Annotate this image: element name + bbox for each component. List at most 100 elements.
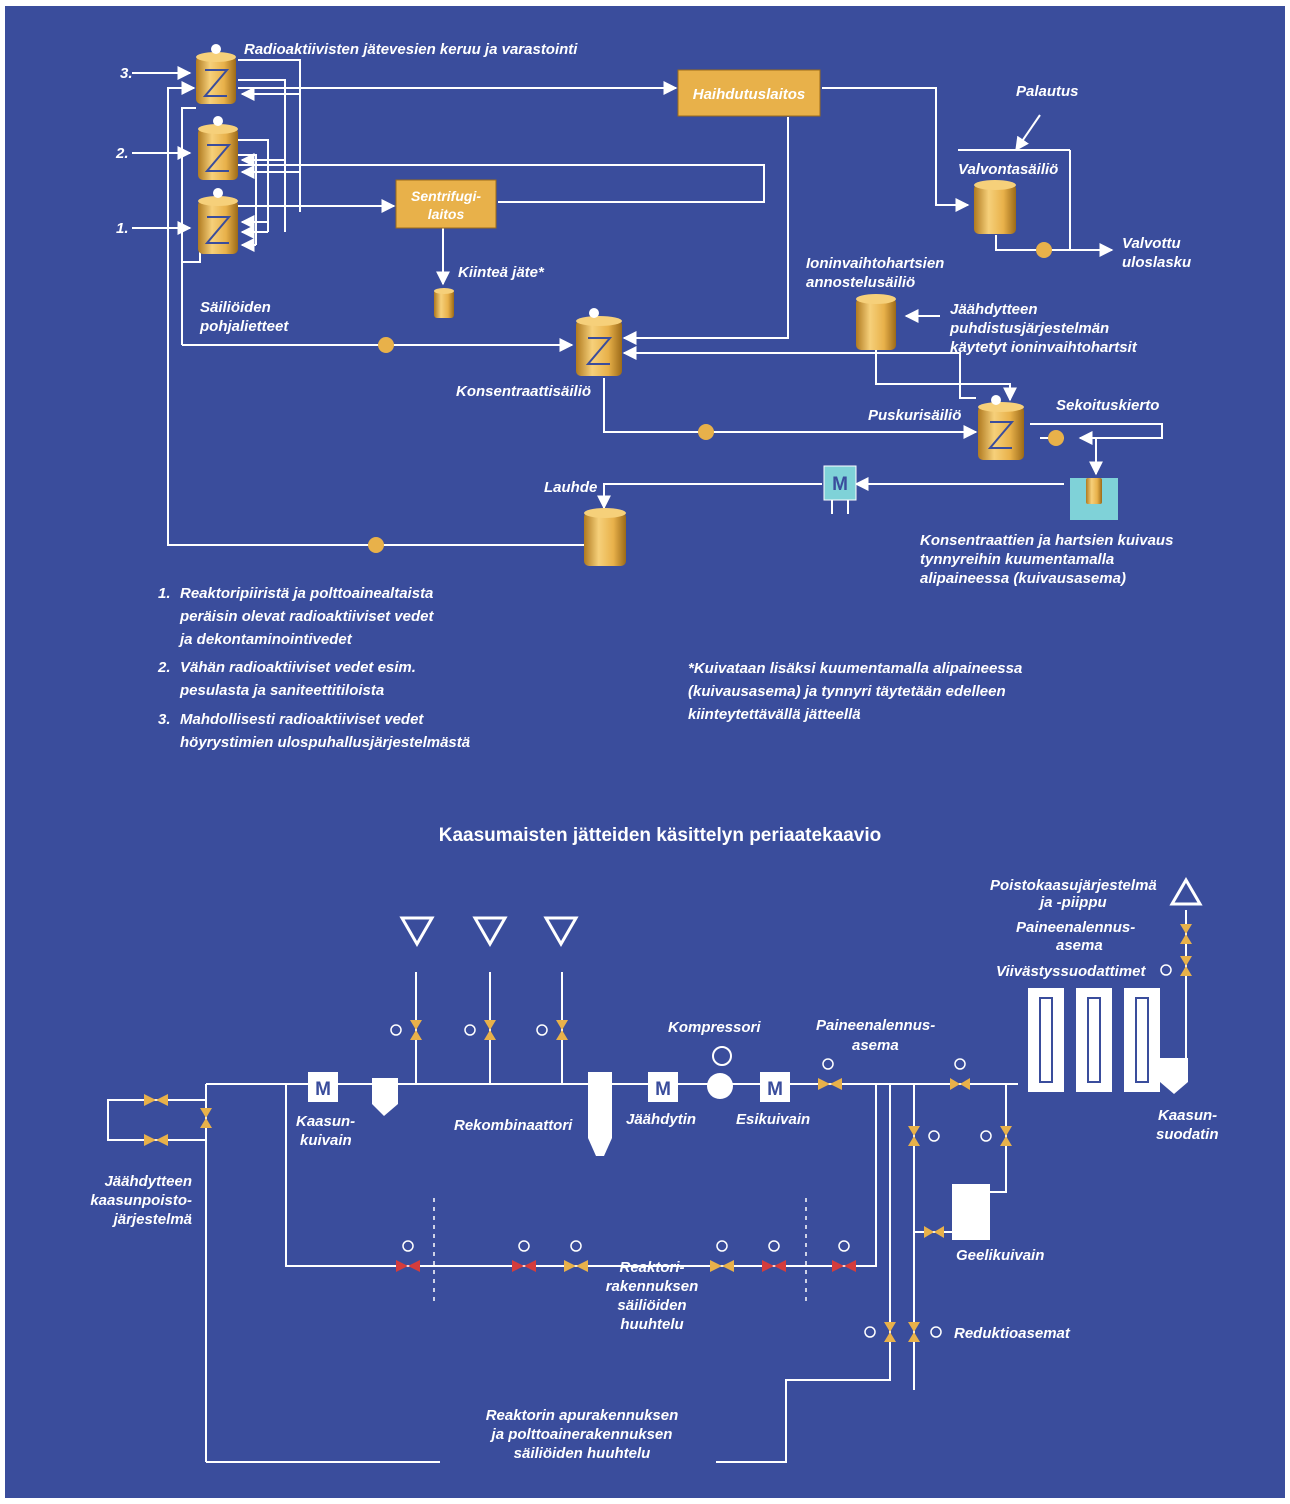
centrifuge-label-2: laitos: [428, 206, 465, 222]
drying-label-2: tynnyreihin kuumentamalla: [920, 551, 1114, 568]
exhaust-label-2: ja -piippu: [1038, 894, 1107, 911]
gauge-icon: [390, 1024, 402, 1036]
gauge-icon: [768, 1240, 780, 1252]
condenser-motor: M: [823, 465, 857, 514]
aux-flush-label-3: säiliöiden huuhtelu: [514, 1445, 651, 1462]
drying-station: [1070, 478, 1118, 520]
storage-label: Radioaktiivisten jätevesien keruu ja var…: [244, 41, 578, 58]
gauge-icon: [536, 1024, 548, 1036]
recombiner-icon: [588, 1072, 612, 1156]
note-2-line-2: pesulasta ja saniteettitiloista: [179, 682, 384, 699]
pressure-relief-top-label-1: Paineenalennus-: [1016, 919, 1135, 936]
buffer-tank: [978, 395, 1024, 460]
note-3-line-1: Mahdollisesti radioaktiiviset vedet: [180, 711, 424, 728]
centrifuge-box: Sentrifugi- laitos: [395, 179, 497, 229]
solid-waste-drum: [434, 288, 454, 318]
reactor-flush-label-4: huuhtelu: [620, 1316, 683, 1333]
solid-waste-label: Kiinteä jäte*: [458, 264, 545, 281]
gauge-icon: [1160, 964, 1172, 976]
gauge-icon: [864, 1326, 876, 1338]
evaporator-label: Haihdutuslaitos: [693, 86, 806, 103]
coolant-degas-label-2: kaasunpoisto-: [90, 1192, 192, 1209]
footnote-line-2: (kuivausasema) ja tynnyri täytetään edel…: [688, 683, 1006, 700]
aux-flush-label-2: ja polttoainerakennuksen: [490, 1426, 673, 1443]
footnote-line-1: *Kuivataan lisäksi kuumentamalla alipain…: [688, 660, 1022, 677]
valve-icon: [762, 1260, 786, 1272]
valve-icon: [908, 1322, 920, 1342]
gas-valves: [144, 924, 1192, 1342]
coolant-degas-label-3: järjestelmä: [112, 1211, 192, 1228]
gauge-icon: [822, 1058, 834, 1070]
delay-filters: [1028, 988, 1160, 1092]
valve-icon: [512, 1260, 536, 1272]
diagram-background: [5, 6, 1285, 1498]
gauge-icon: [954, 1058, 966, 1070]
note-1-line-2: peräisin olevat radioaktiiviset vedet: [179, 608, 434, 625]
valve-icon: [950, 1078, 970, 1090]
concentrate-tank-label: Konsentraattisäiliö: [456, 383, 591, 400]
buffer-tank-label: Puskurisäiliö: [868, 407, 961, 424]
gauge-icon: [570, 1240, 582, 1252]
resin-dosing-label-2: annostelusäiliö: [806, 274, 915, 291]
input-2-label: 2.: [115, 145, 129, 162]
monitored-discharge-label-1: Valvottu: [1122, 235, 1181, 252]
pump-icon: [698, 424, 714, 440]
gas-filter-icon: [372, 1078, 398, 1116]
gas-filter-label-2: suodatin: [1156, 1126, 1219, 1143]
vent-icon: [472, 916, 508, 948]
gauge-icon: [838, 1240, 850, 1252]
aux-flush-label-1: Reaktorin apurakennuksen: [486, 1407, 679, 1424]
pump-icon: [368, 537, 384, 553]
used-resins-label-1: Jäähdytteen: [950, 301, 1038, 318]
valve-icon: [396, 1260, 420, 1272]
liquid-waste-diagram: Haihdutuslaitos Sentrifugi- laitos M 3. …: [115, 41, 1191, 751]
condensate-tank: [584, 508, 626, 566]
pressure-relief-mid-label-1: Paineenalennus-: [816, 1017, 935, 1034]
valve-icon: [556, 1020, 568, 1040]
footnote-line-3: kiinteytettävällä jätteellä: [688, 706, 861, 723]
gauge-icon: [402, 1240, 414, 1252]
exhaust-label-1: Poistokaasujärjestelmä: [990, 877, 1157, 894]
note-1-line-3: ja dekontaminointivedet: [178, 631, 353, 648]
delay-filters-label: Viivästyssuodattimet: [996, 963, 1146, 980]
valve-icon: [1180, 956, 1192, 976]
note-3-line-2: höyrystimien ulospuhallusjärjestelmästä: [180, 734, 470, 751]
note-3-number: 3.: [158, 711, 171, 728]
gas-dryer-motor: M: [308, 1072, 338, 1102]
reactor-flush-label-3: säiliöiden: [617, 1297, 686, 1314]
collection-tank-2: [198, 116, 238, 180]
valve-icon: [924, 1226, 944, 1238]
used-resins-label-3: käytetyt ioninvaihtohartsit: [950, 339, 1138, 356]
gauge-icon: [980, 1130, 992, 1142]
condenser-motor-symbol: M: [832, 474, 848, 495]
gas-filter-icon: [1160, 1058, 1188, 1094]
monitoring-tank: [974, 180, 1016, 234]
centrifuge-label-1: Sentrifugi-: [411, 188, 481, 204]
note-1-number: 1.: [158, 585, 171, 602]
valve-icon: [908, 1126, 920, 1146]
vent-icon: [399, 916, 435, 948]
gas-dryer-motor-symbol: M: [315, 1079, 331, 1100]
vent-icon: [543, 916, 579, 948]
valve-icon: [1000, 1126, 1012, 1146]
collection-tank-1: [198, 188, 238, 254]
cooler-label: Jäähdytin: [626, 1111, 696, 1128]
drying-label-3: alipaineessa (kuivausasema): [920, 570, 1126, 587]
valve-icon: [200, 1108, 212, 1128]
compressor-icon: [707, 1046, 733, 1099]
gel-dryer-label: Geelikuivain: [956, 1247, 1044, 1264]
valve-icon: [484, 1020, 496, 1040]
pump-icon: [1036, 242, 1052, 258]
input-3-label: 3.: [120, 65, 133, 82]
valve-icon: [818, 1078, 842, 1090]
liquid-piping: [132, 59, 1163, 546]
pressure-relief-mid-label-2: asema: [852, 1037, 899, 1054]
gas-dryer-label-1: Kaasun-: [296, 1113, 355, 1130]
cooler-motor: M: [648, 1072, 678, 1102]
resin-dosing-label-1: Ioninvaihtohartsien: [806, 255, 944, 272]
valve-icon: [710, 1260, 734, 1272]
gauge-icon: [928, 1130, 940, 1142]
note-2-line-1: Vähän radioaktiiviset vedet esim.: [180, 659, 416, 676]
stack-icon: [1169, 877, 1203, 906]
